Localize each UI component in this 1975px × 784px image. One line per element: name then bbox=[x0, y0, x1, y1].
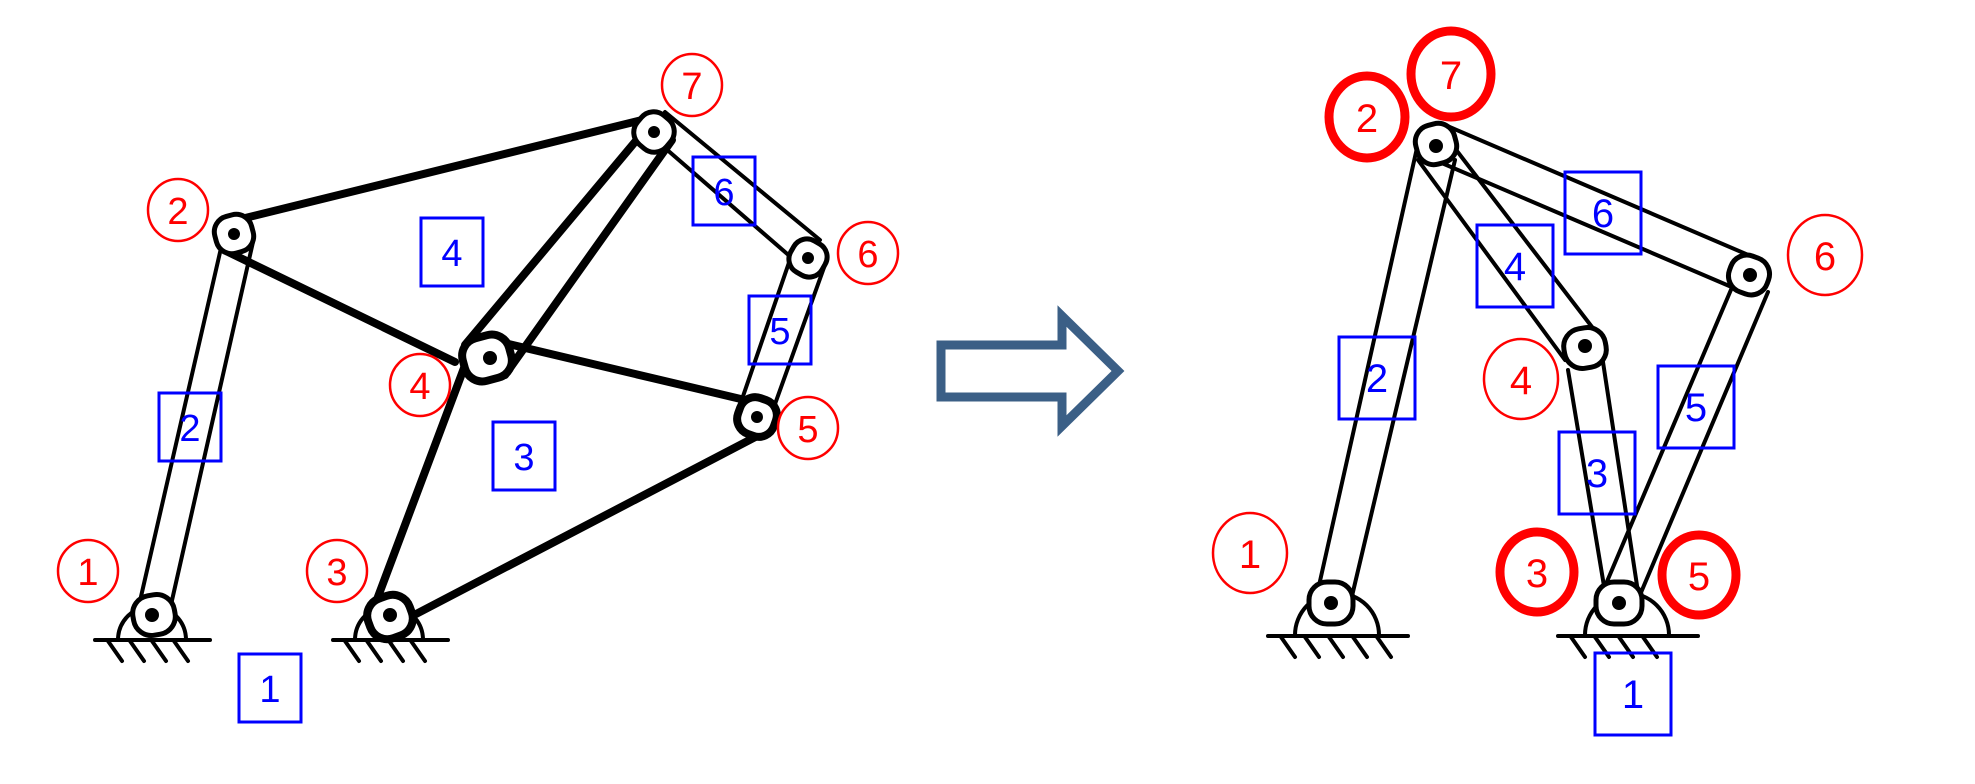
left-joint-number-3: 3 bbox=[326, 552, 347, 594]
left-joint-number-1: 1 bbox=[77, 552, 98, 594]
left-link-label-1: 1 bbox=[237, 652, 303, 724]
right-link-box-1 bbox=[1593, 651, 1673, 737]
left-joint-label-4: 4 bbox=[388, 352, 452, 418]
right-joint-circle-3 bbox=[1495, 527, 1579, 617]
left-link-box-1 bbox=[237, 652, 303, 724]
right-joint-label-1: 1 bbox=[1211, 511, 1289, 595]
left-joint-label-1: 1 bbox=[56, 538, 120, 604]
right-link-label-6: 6 bbox=[1563, 170, 1643, 256]
right-link-6-bar bbox=[1428, 123, 1762, 296]
right-joint-pins bbox=[1306, 120, 1773, 627]
left-link-label-6: 6 bbox=[691, 155, 757, 227]
right-joint-circle-2 bbox=[1324, 71, 1410, 163]
left-joint-number-4: 4 bbox=[409, 366, 430, 408]
left-link-number-1: 1 bbox=[259, 669, 280, 711]
right-joint-circle-6 bbox=[1786, 213, 1864, 297]
left-link-4-plate bbox=[220, 114, 676, 379]
left-link-number-5: 5 bbox=[769, 311, 790, 353]
right-link-box-3 bbox=[1557, 430, 1637, 516]
left-link-box-4 bbox=[419, 216, 485, 288]
right-joint-number-3: 3 bbox=[1526, 552, 1548, 596]
right-joint-label-3: 3 bbox=[1495, 527, 1579, 617]
right-link-label-5: 5 bbox=[1656, 364, 1736, 450]
right-link-number-5: 5 bbox=[1685, 386, 1707, 430]
right-joint-label-4: 4 bbox=[1482, 337, 1560, 421]
right-joint-label-2: 2 bbox=[1324, 71, 1410, 163]
right-joint-label-7: 7 bbox=[1406, 26, 1496, 122]
left-joint-number-2: 2 bbox=[167, 191, 188, 233]
right-joint-circle-1 bbox=[1211, 511, 1289, 595]
left-link-number-2: 2 bbox=[179, 408, 200, 450]
left-link-number-6: 6 bbox=[713, 172, 734, 214]
right-link-number-4: 4 bbox=[1504, 245, 1526, 289]
right-joint-number-1: 1 bbox=[1239, 533, 1261, 577]
left-link-box-3 bbox=[491, 420, 557, 492]
labels-layer: 1 2 3 4 5 6 7 1 2 3 4 5 6 1 2 3 4 5 6 7 1 2 3 4 5 6 bbox=[56, 26, 1864, 737]
left-link-3-plate bbox=[366, 338, 769, 629]
left-link-label-4: 4 bbox=[419, 216, 485, 288]
left-joint-label-3: 3 bbox=[305, 538, 369, 604]
right-mechanism bbox=[1266, 120, 1773, 659]
left-joint-number-6: 6 bbox=[857, 234, 878, 276]
right-link-label-4: 4 bbox=[1475, 223, 1555, 309]
right-joint-circle-4 bbox=[1482, 337, 1560, 421]
left-joint-number-7: 7 bbox=[681, 66, 702, 108]
right-link-box-6 bbox=[1563, 170, 1643, 256]
left-link-label-2: 2 bbox=[157, 391, 223, 463]
left-joint-circle-7 bbox=[660, 52, 724, 118]
right-joint-label-6: 6 bbox=[1786, 213, 1864, 297]
left-link-number-3: 3 bbox=[513, 437, 534, 479]
right-link-number-1: 1 bbox=[1622, 673, 1644, 717]
right-link-3-bar bbox=[1566, 360, 1640, 594]
right-link-number-6: 6 bbox=[1592, 192, 1614, 236]
left-joint-label-7: 7 bbox=[660, 52, 724, 118]
left-link-5-bar bbox=[738, 246, 828, 420]
right-joint-number-2: 2 bbox=[1356, 97, 1378, 141]
left-link-label-3: 3 bbox=[491, 420, 557, 492]
right-link-2-bar bbox=[1316, 128, 1457, 598]
left-joint-circle-2 bbox=[146, 177, 210, 243]
left-link-6-bar bbox=[648, 110, 822, 267]
right-joint-label-5: 5 bbox=[1657, 530, 1741, 620]
left-link-2-bar bbox=[135, 233, 255, 620]
left-joint-circle-5 bbox=[776, 395, 840, 461]
left-joint-pins bbox=[130, 109, 830, 644]
right-link-4-bar bbox=[1416, 136, 1604, 362]
right-joint-number-4: 4 bbox=[1510, 359, 1532, 403]
right-link-box-5 bbox=[1656, 364, 1736, 450]
right-link-label-3: 3 bbox=[1557, 430, 1637, 516]
right-link-number-3: 3 bbox=[1586, 452, 1608, 496]
left-joint-label-5: 5 bbox=[776, 395, 840, 461]
right-link-box-4 bbox=[1475, 223, 1555, 309]
right-link-label-2: 2 bbox=[1337, 335, 1417, 421]
right-link-label-1: 1 bbox=[1593, 651, 1673, 737]
left-mechanism bbox=[93, 109, 830, 663]
left-link-label-5: 5 bbox=[747, 294, 813, 366]
right-joint-number-5: 5 bbox=[1688, 555, 1710, 599]
right-link-box-2 bbox=[1337, 335, 1417, 421]
left-joint-label-2: 2 bbox=[146, 177, 210, 243]
left-joint-circle-6 bbox=[836, 220, 900, 286]
left-link-number-4: 4 bbox=[441, 233, 462, 275]
right-joint-circle-7 bbox=[1406, 26, 1496, 122]
right-joint-number-7: 7 bbox=[1440, 54, 1462, 98]
left-link-box-2 bbox=[157, 391, 223, 463]
arrow-right-icon bbox=[936, 305, 1125, 437]
left-joint-circle-1 bbox=[56, 538, 120, 604]
left-joint-number-5: 5 bbox=[797, 409, 818, 451]
left-link-box-5 bbox=[747, 294, 813, 366]
left-link-box-6 bbox=[691, 155, 757, 227]
left-joint-circle-4 bbox=[388, 352, 452, 418]
left-joint-label-6: 6 bbox=[836, 220, 900, 286]
right-joint-circle-5 bbox=[1657, 530, 1741, 620]
right-joint-number-6: 6 bbox=[1814, 235, 1836, 279]
left-joint-circle-3 bbox=[305, 538, 369, 604]
right-link-number-2: 2 bbox=[1366, 357, 1388, 401]
